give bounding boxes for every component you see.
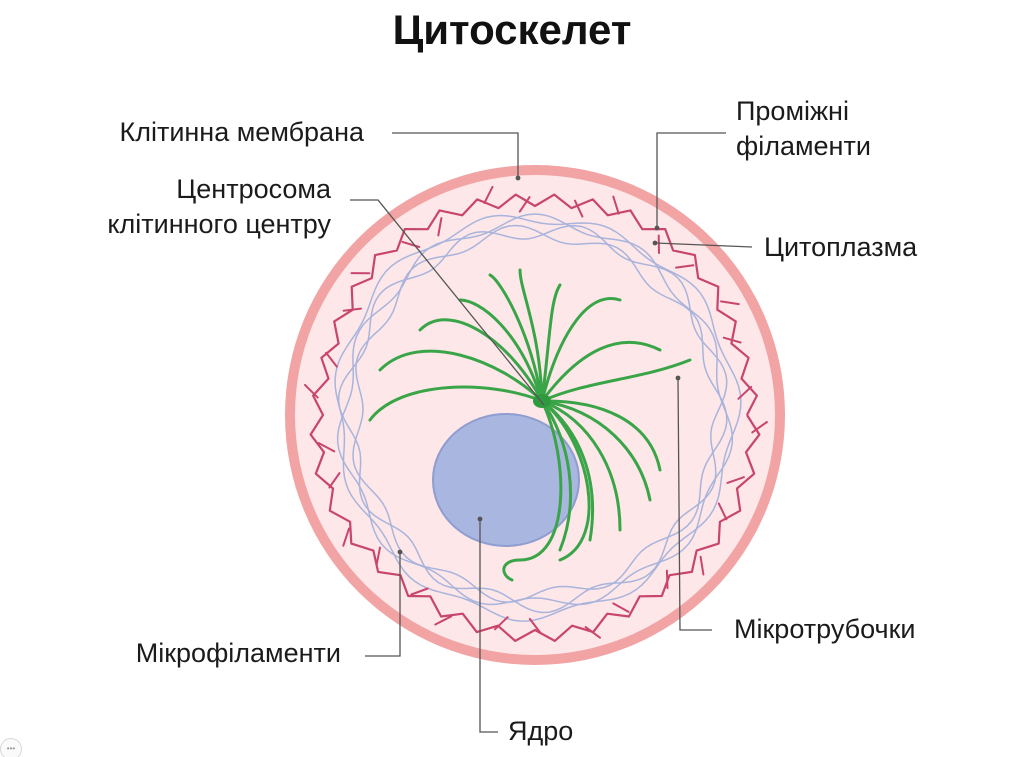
- microfilament-branch: [675, 264, 695, 269]
- microfilaments-layer: [304, 185, 768, 642]
- leader-centrosome: [350, 199, 545, 406]
- microfilament-branch: [304, 383, 319, 399]
- leader-intermediate: [656, 132, 726, 228]
- microfilament-branch: [612, 602, 630, 613]
- microfilament-branch: [325, 351, 338, 368]
- label-cytoplasm: Цитоплазма: [764, 232, 918, 262]
- microtubule: [502, 399, 563, 582]
- microfilament-branch: [584, 626, 601, 639]
- label-microfilaments: Мікрофіламенти: [135, 638, 341, 668]
- microfilament-branch: [401, 240, 421, 248]
- microfilament-branch: [726, 476, 745, 484]
- microtubule: [540, 297, 622, 403]
- label-centrosome: Центросома клітинного центру: [107, 172, 331, 242]
- microtubule: [540, 340, 662, 403]
- microfilament-branch: [574, 199, 584, 218]
- microtubule: [458, 298, 544, 403]
- microtubule: [378, 349, 544, 403]
- microfilament-branch: [328, 472, 341, 489]
- microfilament-branch: [494, 616, 509, 631]
- microfilament-network: [309, 193, 761, 642]
- intermediate-filaments-layer: [334, 213, 742, 622]
- label-nucleus: Ядро: [508, 716, 574, 746]
- label-intermediate-filaments: Проміжні філаменти: [736, 94, 871, 164]
- microfilament-branch: [528, 617, 542, 634]
- leader-membrane: [392, 132, 519, 178]
- microfilament-branch: [612, 195, 620, 215]
- microfilament-branch: [342, 527, 350, 547]
- label-intermediate-line2: філаменти: [736, 131, 871, 161]
- microfilament-branch: [720, 300, 740, 306]
- intermediate-filament: [337, 224, 728, 614]
- leader-lines: [350, 132, 753, 733]
- microtubule: [518, 268, 544, 403]
- microfilament-branch: [699, 555, 705, 576]
- label-centrosome-line1: Центросома: [176, 174, 331, 204]
- diagram-title: Цитоскелет: [392, 6, 632, 53]
- label-cell-membrane: Клітинна мембрана: [119, 117, 364, 147]
- microtubule: [418, 318, 544, 403]
- label-microtubules: Мікротрубочки: [734, 614, 916, 644]
- corner-options-icon[interactable]: •••: [0, 738, 22, 757]
- leader-microtubules: [677, 377, 712, 631]
- microfilament-branch: [737, 385, 753, 400]
- microtubule: [540, 358, 692, 403]
- microfilament-branch: [410, 587, 429, 596]
- microfilament-branch: [722, 336, 742, 344]
- microfilament-branch: [751, 421, 768, 434]
- label-centrosome-line2: клітинного центру: [107, 209, 331, 239]
- microtubule: [540, 283, 562, 403]
- microtubule: [540, 399, 572, 552]
- leader-cytoplasm: [654, 242, 753, 248]
- nucleus: [432, 413, 580, 547]
- intermediate-filament: [352, 224, 728, 604]
- leader-dots: [397, 175, 681, 555]
- microfilament-branch: [483, 185, 494, 204]
- intermediate-filament: [334, 214, 742, 622]
- microfilament-branch: [317, 442, 336, 453]
- microtubule: [540, 399, 652, 502]
- microfilament-branch: [665, 569, 669, 590]
- microfilament-branch: [434, 615, 453, 626]
- microfilament-branch: [342, 307, 362, 312]
- microfilament-branch: [518, 196, 531, 213]
- leader-microfilaments: [365, 552, 401, 657]
- microtubule: [540, 399, 622, 532]
- microtubule: [368, 385, 544, 422]
- label-intermediate-line1: Проміжні: [736, 96, 849, 126]
- microfilament-branch: [437, 217, 443, 237]
- microtubule: [540, 399, 662, 472]
- microtubule: [540, 399, 591, 562]
- cytoplasm: [295, 175, 775, 655]
- centrosome: [533, 394, 551, 408]
- microtubule: [488, 273, 544, 403]
- microfilament-branch: [375, 546, 381, 566]
- microtubules-layer: [368, 268, 692, 582]
- microfilament-branch: [717, 502, 728, 521]
- leader-nucleus: [479, 519, 498, 733]
